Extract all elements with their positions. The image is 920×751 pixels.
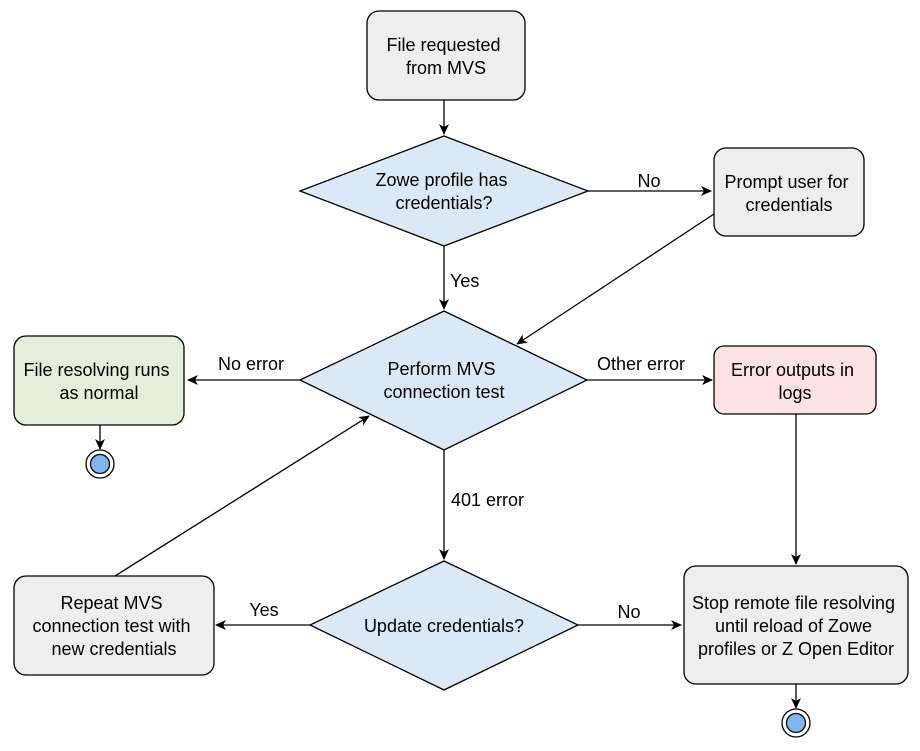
edge-prompt-to-test	[516, 213, 715, 345]
decision-update-credentials: Update credentials?	[308, 560, 580, 691]
node-line: profiles or Z Open Editor	[698, 639, 894, 659]
node-line: Update credentials?	[364, 616, 524, 636]
node-line: connection test with	[32, 616, 190, 636]
node-line: as normal	[59, 383, 138, 403]
node-stop-resolving: Stop remote file resolving until reload …	[683, 565, 909, 685]
node-line: connection test	[383, 382, 504, 402]
node-prompt-user: Prompt user for credentials	[713, 147, 865, 237]
edge-label-yes-update: Yes	[249, 600, 278, 620]
svg-text:Perform MVS connection t: Perform MVS connection test	[383, 359, 504, 402]
node-line: File requested	[386, 35, 500, 55]
node-line: logs	[778, 383, 811, 403]
node-line: credentials	[745, 195, 832, 215]
svg-text:Update credentials?: Update credentials?	[364, 616, 524, 636]
node-line: from MVS	[406, 58, 486, 78]
node-error-logs: Error outputs in logs	[713, 345, 877, 415]
node-line: File resolving runs	[23, 360, 169, 380]
node-line: Zowe profile has	[375, 170, 507, 190]
end-node-right	[781, 708, 811, 738]
svg-text:File requested from MVS: File requested from MVS	[386, 35, 505, 78]
edge-label-yes-creds: Yes	[450, 271, 479, 291]
node-line: Perform MVS	[387, 359, 495, 379]
edges	[95, 100, 801, 709]
edge-label-no-update: No	[617, 602, 640, 622]
node-file-requested: File requested from MVS	[366, 10, 526, 101]
svg-text:Prompt user for credenti: Prompt user for credentials	[724, 172, 853, 215]
edge-label-no-creds: No	[637, 171, 660, 191]
decision-profile-has-credentials: Zowe profile has credentials?	[298, 135, 590, 247]
svg-text:Repeat MVS connection te: Repeat MVS connection test with new cred…	[32, 593, 195, 659]
edge-repeat-to-test	[114, 415, 370, 577]
node-repeat-test: Repeat MVS connection test with new cred…	[13, 575, 215, 676]
edge-labels: No Yes No error Other error 401 error Ye…	[218, 171, 685, 622]
decision-connection-test: Perform MVS connection test	[298, 310, 589, 451]
node-line: new credentials	[51, 639, 176, 659]
node-line: Prompt user for	[724, 172, 848, 192]
node-line: Repeat MVS	[60, 593, 162, 613]
node-line: credentials?	[395, 193, 492, 213]
edge-label-401-error: 401 error	[451, 490, 524, 510]
node-line: Error outputs in	[731, 360, 854, 380]
svg-text:Error outputs in logs: Error outputs in logs	[731, 360, 859, 403]
svg-text:Zowe profile has credent: Zowe profile has credentials?	[375, 170, 512, 213]
edge-label-other-error: Other error	[597, 354, 685, 374]
node-resolving-normal: File resolving runs as normal	[13, 335, 185, 426]
edge-label-no-error: No error	[218, 354, 284, 374]
end-node-left	[85, 449, 115, 479]
svg-text:File resolving runs as n: File resolving runs as normal	[23, 360, 174, 403]
node-line: Stop remote file resolving	[692, 593, 895, 613]
svg-text:Stop remote file resolving: Stop remote file resolving until reload …	[692, 593, 900, 659]
node-line: until reload of Zowe	[715, 616, 872, 636]
